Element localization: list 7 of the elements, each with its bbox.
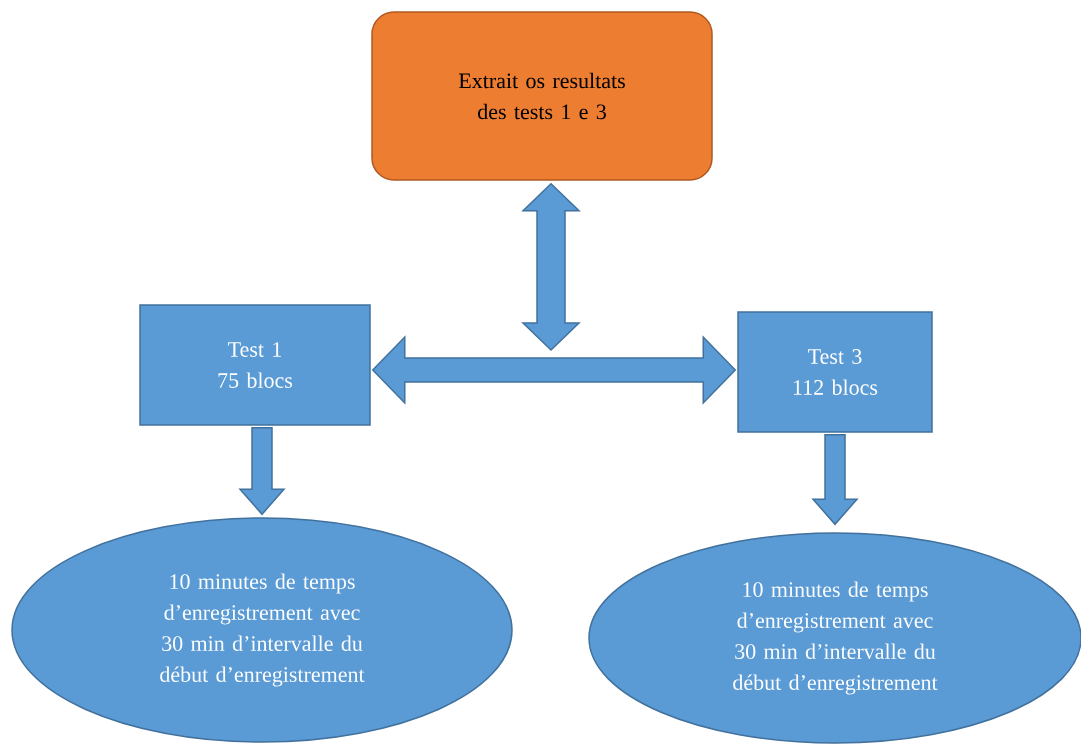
process-box: Test 3 112 blocs — [737, 311, 933, 433]
ellipse-node: 10 minutes de temps d’enregistrement avec 30 min d’intervalle du début d’enregistrement — [11, 517, 513, 743]
process-box: Test 1 75 blocs — [139, 304, 371, 426]
process-box: Extrait os resultats des tests 1 e 3 — [371, 11, 713, 181]
ellipse-node: 10 minutes de temps d’enregistrement avec 30 min d’intervalle du début d’enregistrement — [588, 532, 1081, 744]
block-arrow — [811, 434, 859, 526]
block-arrow — [238, 427, 286, 516]
